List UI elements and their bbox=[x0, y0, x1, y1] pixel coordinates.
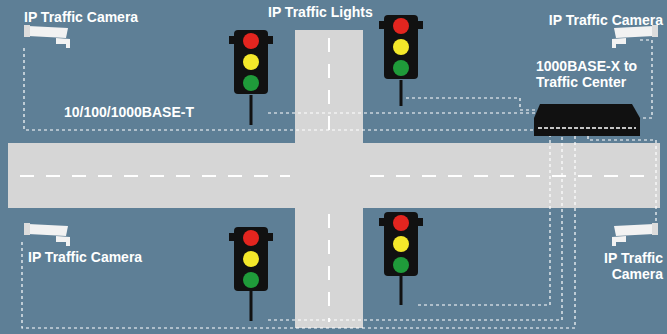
network-switch bbox=[534, 104, 640, 136]
traffic-light bbox=[229, 30, 273, 94]
label: 10/100/1000BASE-T bbox=[64, 104, 194, 120]
traffic-light bbox=[379, 15, 423, 79]
network-cable bbox=[22, 40, 656, 328]
ip-camera bbox=[24, 223, 70, 246]
label: IP Traffic Camera bbox=[549, 12, 663, 28]
label: IP Traffic Camera bbox=[24, 9, 138, 25]
ip-camera bbox=[612, 25, 658, 48]
ip-camera bbox=[612, 223, 658, 246]
label: 1000BASE-X to Traffic Center bbox=[536, 58, 656, 90]
label: IP Traffic Camera bbox=[597, 250, 663, 282]
label: IP Traffic Lights bbox=[268, 4, 373, 20]
traffic-light bbox=[379, 212, 423, 276]
traffic-light bbox=[229, 227, 273, 291]
road bbox=[295, 30, 363, 328]
ip-camera bbox=[24, 25, 70, 48]
label: IP Traffic Camera bbox=[28, 249, 142, 265]
